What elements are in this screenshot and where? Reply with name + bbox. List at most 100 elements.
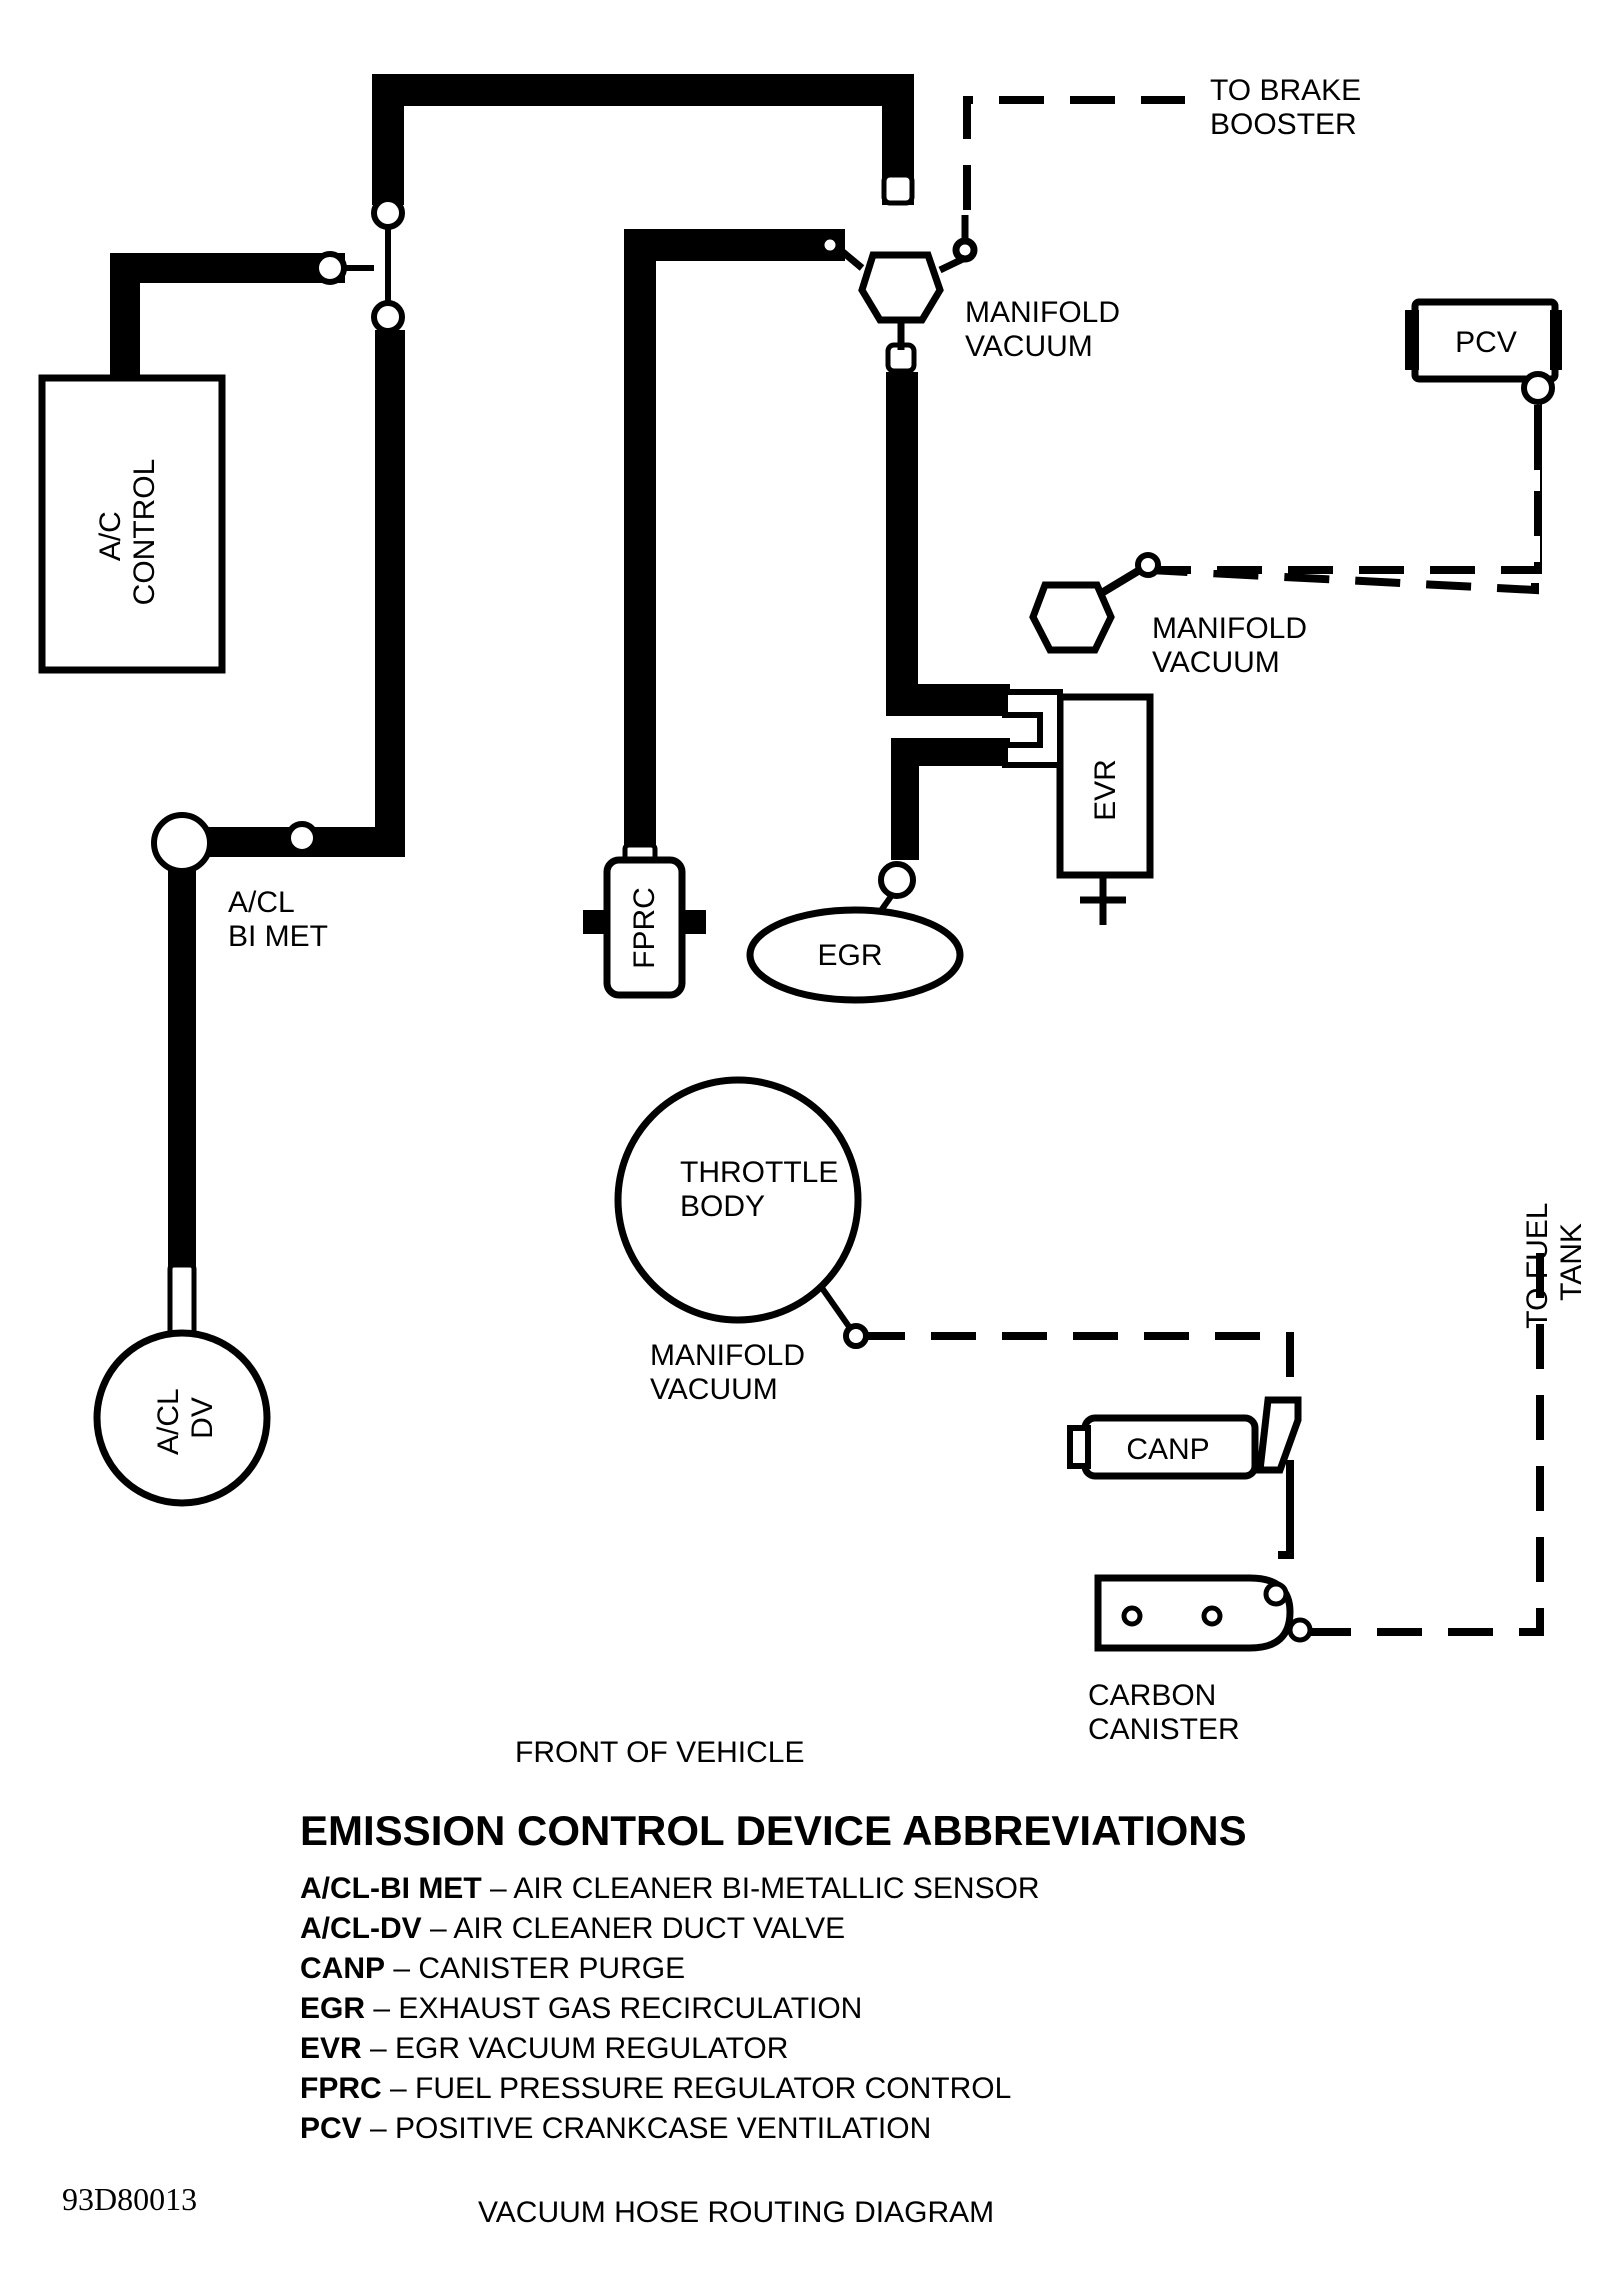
- canp-to-canister-line: [1278, 1460, 1294, 1559]
- mv-mid-line1: MANIFOLD: [1152, 612, 1307, 645]
- ac-control-box: A/C CONTROL: [38, 374, 226, 674]
- legend-title: EMISSION CONTROL DEVICE ABBREVIATIONS: [300, 1807, 1247, 1854]
- fprc-tab-left: [583, 910, 609, 934]
- to-fuel-tank-label: TO FUEL TANK: [1521, 1195, 1588, 1328]
- manifold-vacuum-top-label: MANIFOLD VACUUM: [965, 296, 1128, 363]
- legend-abbr: A/CL-BI MET: [300, 1872, 482, 1905]
- fitting-dv-neck: [167, 1262, 197, 1338]
- bimet-small-ball: [285, 821, 319, 855]
- tee-body: [346, 228, 391, 302]
- carbon-canister-label: CARBON CANISTER: [1088, 1679, 1240, 1746]
- ac-control-outline: [38, 374, 226, 674]
- hose-manifold-to-evr: [886, 372, 1010, 716]
- mv-low-line1: MANIFOLD: [650, 1339, 805, 1372]
- throttle-line1: THROTTLE: [680, 1156, 838, 1189]
- legend-sep: –: [362, 2032, 395, 2065]
- to-brake-line2: BOOSTER: [1210, 108, 1357, 141]
- dash-canister-to-fuel-tank: [1306, 1240, 1544, 1636]
- canister-line1: CARBON: [1088, 1679, 1216, 1712]
- footer: 93D80013 VACUUM HOSE ROUTING DIAGRAM: [62, 2181, 994, 2229]
- acl-dv-line2: DV: [186, 1397, 219, 1439]
- legend-desc: AIR CLEANER BI-METALLIC SENSOR: [513, 1872, 1039, 1905]
- legend-rows: A/CL-BI MET – AIR CLEANER BI-METALLIC SE…: [300, 1872, 1040, 2145]
- dash-pcv-return: [1150, 420, 1542, 574]
- acl-dv: A/CL DV: [93, 1329, 271, 1507]
- manifold-right-port: [952, 237, 978, 263]
- canister-port-side: [1287, 1617, 1313, 1643]
- legend-desc: POSITIVE CRANKCASE VENTILATION: [395, 2112, 931, 2145]
- evr-regulator: EVR: [1002, 689, 1154, 925]
- legend-row: PCV – POSITIVE CRANKCASE VENTILATION: [300, 2112, 931, 2145]
- evr-label: EVR: [1089, 759, 1122, 821]
- evr-stem: [1080, 875, 1126, 925]
- manifold-left-port: [817, 232, 843, 258]
- legend-abbr: CANP: [300, 1952, 385, 1985]
- ac-control-line2: CONTROL: [128, 459, 161, 606]
- manifold-vacuum-mid-fitting: [1029, 552, 1161, 654]
- manifold-vacuum-mid-label: MANIFOLD VACUUM: [1152, 612, 1315, 679]
- pcv-valve: PCV: [1405, 298, 1562, 405]
- canp-valve: CANP: [1067, 1396, 1302, 1480]
- fprc-tab-right: [680, 910, 706, 934]
- canp-hook: [1256, 1396, 1302, 1474]
- canister-outline: [1094, 1574, 1294, 1652]
- throttle-body-port: [819, 1286, 853, 1330]
- hose-evr-to-egr: [891, 738, 1010, 860]
- legend-abbr: EVR: [300, 2032, 362, 2065]
- legend-row: A/CL-BI MET – AIR CLEANER BI-METALLIC SE…: [300, 1872, 1040, 1905]
- legend-desc: AIR CLEANER DUCT VALVE: [453, 1912, 845, 1945]
- hex-mid-port: [1135, 552, 1161, 578]
- legend-row: FPRC – FUEL PRESSURE REGULATOR CONTROL: [300, 2072, 1011, 2105]
- manifold-left-branch: [835, 245, 865, 271]
- legend-sep: –: [382, 2072, 415, 2105]
- dash-to-brake-booster: [963, 96, 1185, 210]
- legend-row: EGR – EXHAUST GAS RECIRCULATION: [300, 1992, 862, 2025]
- legend-sep: –: [365, 1992, 398, 2025]
- legend-row: CANP – CANISTER PURGE: [300, 1952, 685, 1985]
- tee-bottom-ball: [371, 300, 405, 334]
- manifold-vacuum-top-fitting: [817, 215, 978, 350]
- legend-sep: –: [362, 2112, 395, 2145]
- hose-manifold-to-fprc: [624, 229, 845, 860]
- fuel-line2: TANK: [1555, 1223, 1588, 1301]
- pcv-label: PCV: [1455, 326, 1517, 359]
- pcv-port: [1521, 371, 1555, 405]
- front-of-vehicle-label: FRONT OF VEHICLE: [515, 1736, 804, 1769]
- legend-abbr: EGR: [300, 1992, 365, 2025]
- callout-labels: TO BRAKE BOOSTER MANIFOLD VACUUM MANIFOL…: [228, 74, 1588, 1769]
- bimet-line2: BI MET: [228, 920, 328, 953]
- throttle-body-outline: [614, 1076, 862, 1324]
- hose-tee-to-manifold: [372, 74, 914, 205]
- pcv-tab-right: [1550, 310, 1562, 370]
- canister-bolt-left: [1121, 1605, 1143, 1627]
- mv-low-line2: VACUUM: [650, 1373, 778, 1406]
- egr-valve: EGR: [746, 893, 964, 1004]
- canister-line2: CANISTER: [1088, 1713, 1240, 1746]
- pcv-tab-left: [1405, 310, 1419, 370]
- mv-mid-line2: VACUUM: [1152, 646, 1280, 679]
- dash-mask: [1140, 380, 1540, 570]
- legend-desc: EGR VACUUM REGULATOR: [395, 2032, 788, 2065]
- acl-dv-label: A/CL DV: [152, 1381, 219, 1455]
- acl-dv-line1: A/CL: [152, 1389, 185, 1455]
- legend-sep: –: [385, 1952, 418, 1985]
- evr-inlet-fitting: [1002, 689, 1063, 768]
- throttle-line2: BODY: [680, 1190, 765, 1223]
- manifold-right-branch: [938, 215, 969, 274]
- legend-desc: CANISTER PURGE: [418, 1952, 685, 1985]
- legend-row: A/CL-DV – AIR CLEANER DUCT VALVE: [300, 1912, 845, 1945]
- mv-top-line2: VACUUM: [965, 330, 1093, 363]
- figure-caption: VACUUM HOSE ROUTING DIAGRAM: [478, 2196, 994, 2229]
- ac-control-label: A/C CONTROL: [94, 459, 161, 606]
- legend-abbr: A/CL-DV: [300, 1912, 422, 1945]
- to-brake-booster-label: TO BRAKE BOOSTER: [1210, 74, 1370, 141]
- canister-bolt-right: [1201, 1605, 1223, 1627]
- egr-port-stem: [877, 893, 895, 914]
- fitting-manifold-up: [881, 172, 915, 206]
- dashed-pcv-line: [1150, 420, 1542, 574]
- throttle-body: THROTTLE BODY: [614, 1076, 869, 1349]
- legend-desc: EXHAUST GAS RECIRCULATION: [398, 1992, 862, 2025]
- bimet-line1: A/CL: [228, 886, 294, 919]
- hose-tee-to-ac-control: [110, 253, 345, 375]
